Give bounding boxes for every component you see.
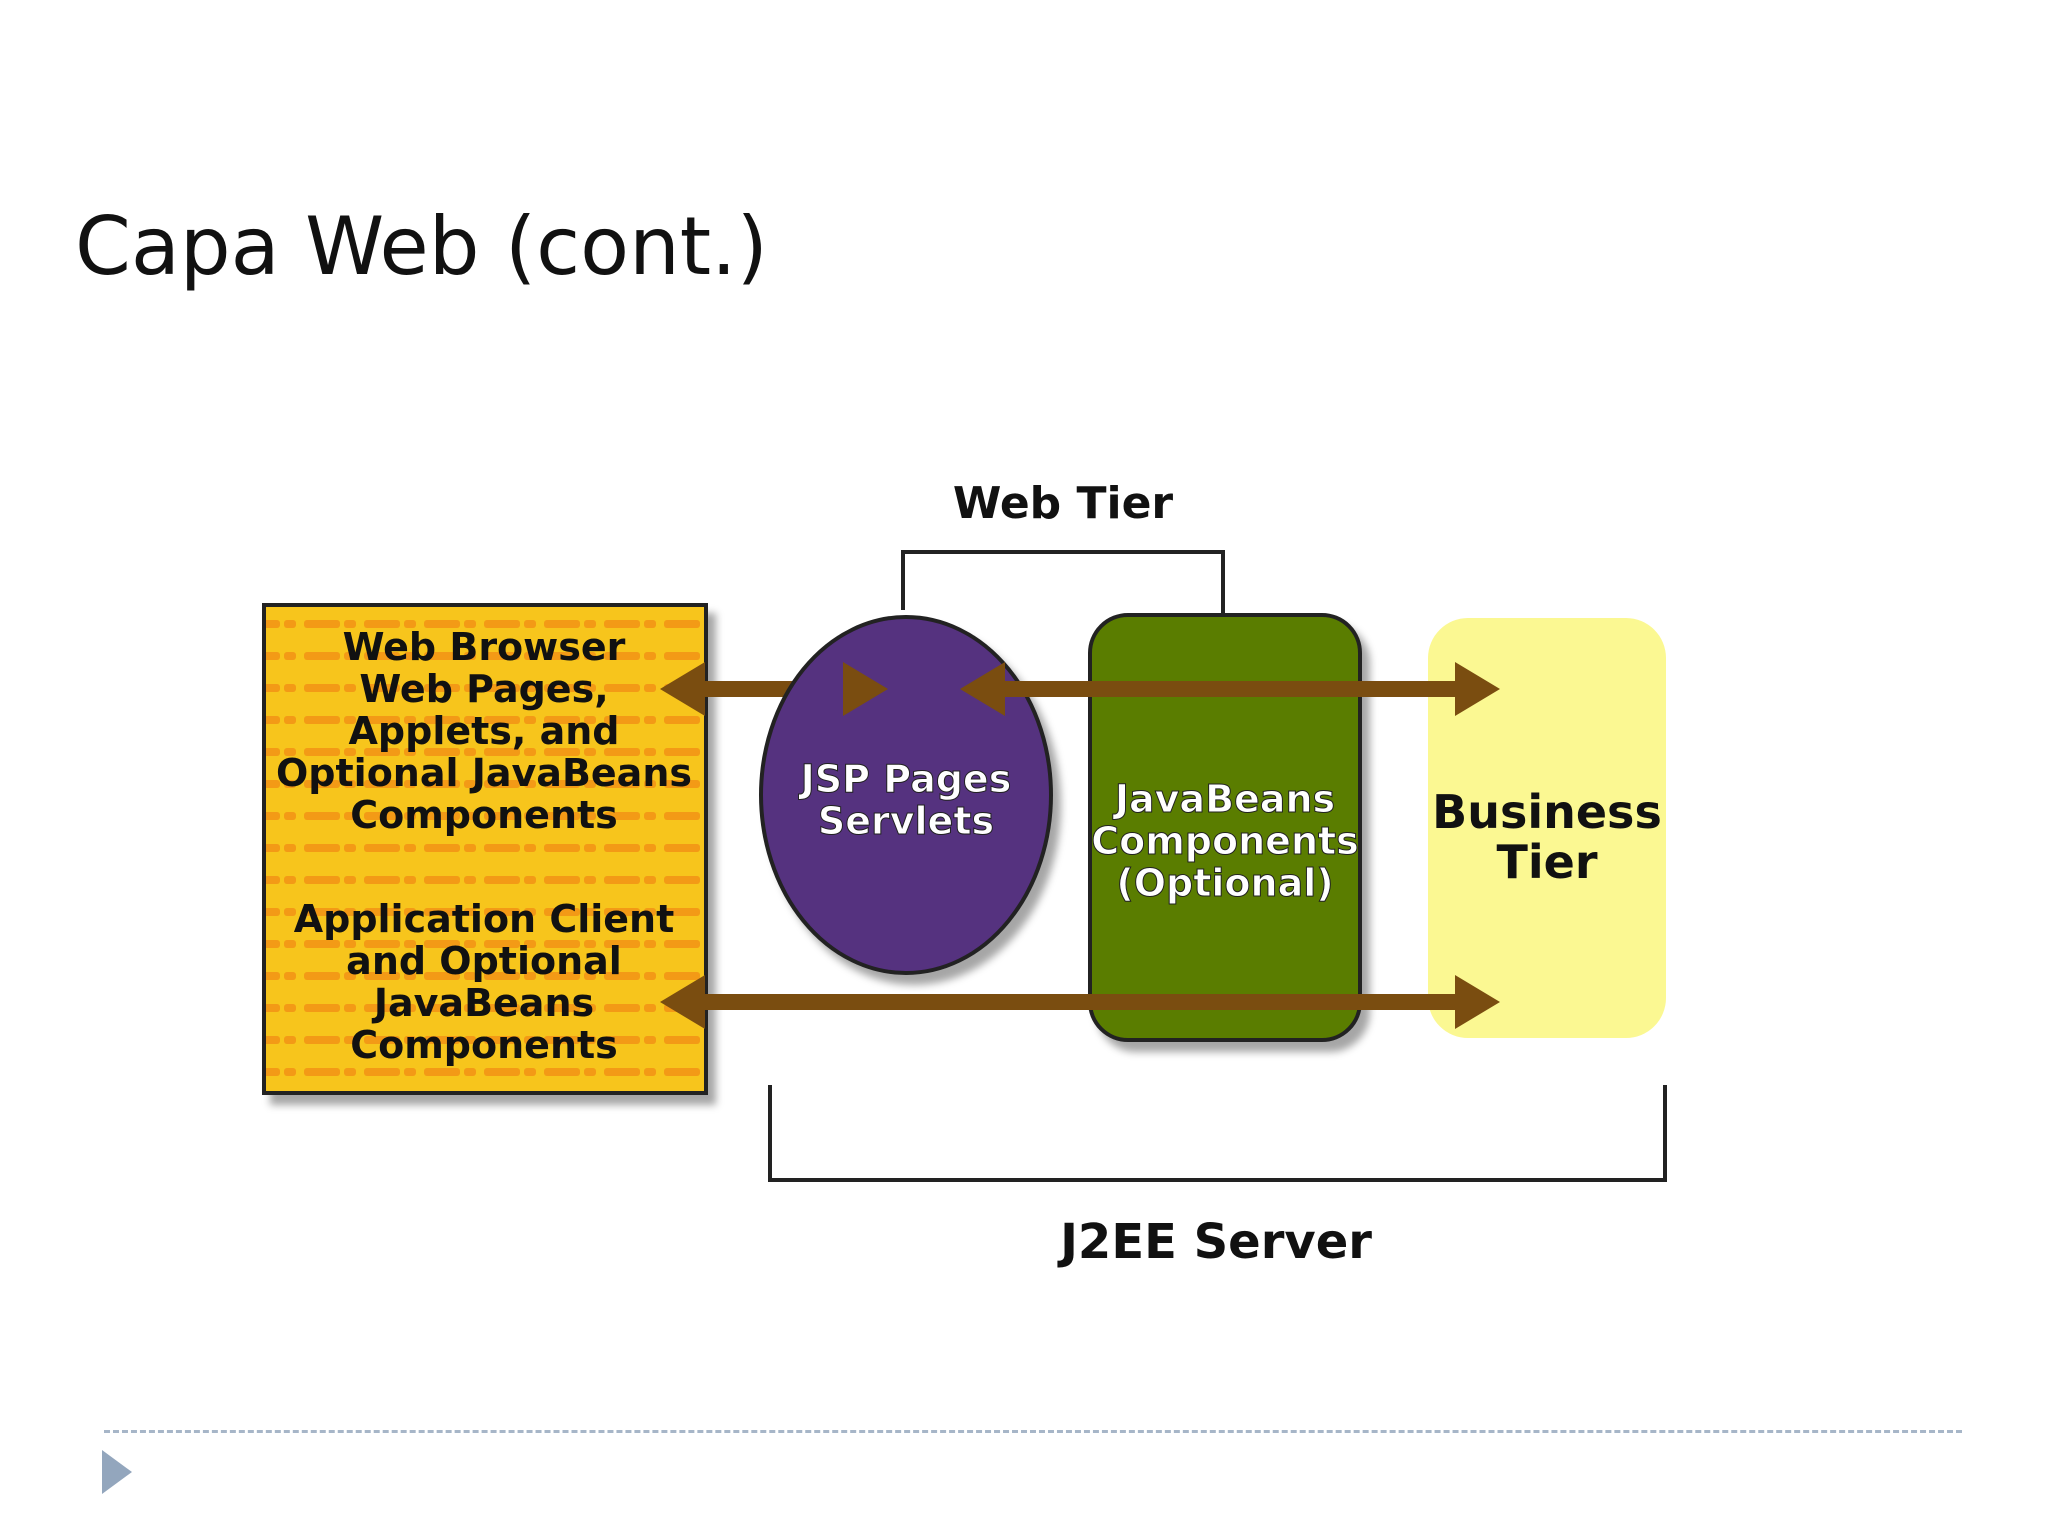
- client-browser-line: Web Browser: [343, 625, 626, 669]
- triangle-right-icon: [102, 1450, 132, 1494]
- footer-divider: [104, 1430, 1962, 1433]
- business-tier-node: Business Tier: [1428, 618, 1666, 1038]
- client-appclient-line: Components: [350, 1023, 618, 1067]
- jsp-servlets-line: JSP Pages: [798, 757, 1012, 801]
- jsp-servlets-background: [759, 615, 1053, 975]
- client-appclient-line: JavaBeans: [371, 981, 594, 1025]
- arrow-heads-over-ellipse: [843, 662, 1050, 716]
- client-browser-line: Applets, and: [349, 709, 620, 753]
- client-appclient-line: and Optional: [346, 939, 622, 983]
- client-browser-line: Components: [350, 793, 618, 837]
- client-appclient-text: Application Client and Optional JavaBean…: [294, 897, 675, 1067]
- arrow-client-business: [660, 975, 1500, 1029]
- slide-title: Capa Web (cont.): [75, 200, 768, 293]
- j2ee-server-label: J2EE Server: [1057, 1214, 1372, 1270]
- client-box: Web Browser Web Pages, Applets, and Opti…: [262, 603, 708, 1095]
- javabeans-background: [1088, 613, 1362, 1042]
- client-appclient-line: Application Client: [294, 897, 675, 941]
- arrow-shaft-from-jsp: [990, 681, 1050, 697]
- business-tier-line: Tier: [1496, 835, 1597, 889]
- client-browser-line: Optional JavaBeans: [276, 751, 692, 795]
- j2ee-server-bracket: [768, 1085, 1667, 1182]
- jsp-servlets-node: JSP Pages Servlets: [759, 615, 1053, 975]
- client-browser-text: Web Browser Web Pages, Applets, and Opti…: [276, 625, 692, 837]
- javabeans-line: JavaBeans: [1112, 777, 1335, 821]
- jsp-servlets-line: Servlets: [818, 799, 994, 843]
- business-tier-background: [1428, 618, 1666, 1038]
- web-tier-bracket: [901, 550, 1225, 615]
- arrow-head-into-jsp: [843, 662, 888, 716]
- javabeans-line: Components: [1091, 819, 1359, 863]
- arrow-head-from-jsp: [960, 662, 1005, 716]
- web-tier-label: Web Tier: [953, 478, 1174, 529]
- client-browser-line: Web Pages,: [359, 667, 608, 711]
- client-box-background: [262, 603, 708, 1095]
- javabeans-node: JavaBeans Components (Optional): [1088, 613, 1362, 1042]
- javabeans-line: (Optional): [1116, 861, 1333, 905]
- business-tier-line: Business: [1432, 785, 1662, 839]
